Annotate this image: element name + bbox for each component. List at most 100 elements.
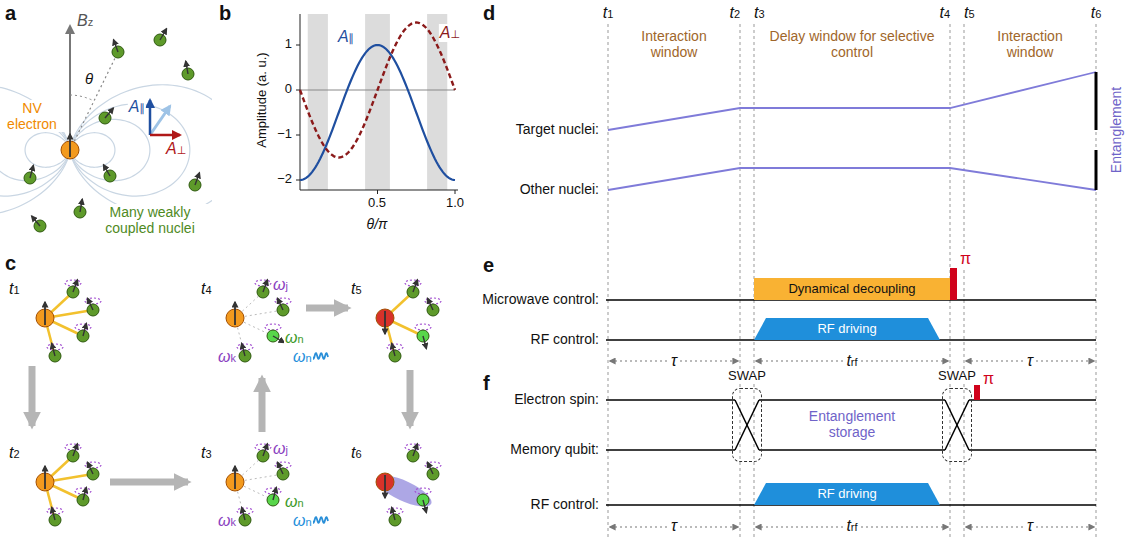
node-text: RF driving <box>817 322 876 336</box>
tick-label: 1.0 <box>445 196 465 211</box>
swap-cross <box>945 400 969 450</box>
node-text: RF driving <box>817 487 876 501</box>
spin-arrow <box>88 462 93 474</box>
qubit-line <box>606 399 735 401</box>
entanglement-bar <box>1095 150 1098 190</box>
precession-orbit <box>405 444 421 450</box>
spin-arrow <box>44 302 46 325</box>
spin-arrow <box>384 311 386 334</box>
duration-label: τ <box>1026 352 1034 370</box>
spin-arrow <box>234 466 236 489</box>
spin-scene <box>36 444 101 526</box>
panel-letter: d <box>482 2 496 25</box>
precession-orbit <box>255 280 271 286</box>
row-label: Microwave control: <box>481 291 600 307</box>
time-marker <box>740 24 741 540</box>
spin-arrow <box>52 507 55 520</box>
row-label: Target nuclei: <box>515 121 600 137</box>
precession-orbit <box>75 324 91 330</box>
spin-arrow <box>104 165 111 176</box>
panel-letter: a <box>4 2 17 25</box>
spin-arrow <box>30 165 33 178</box>
spin-arrow <box>263 280 267 292</box>
time-marker <box>1096 24 1097 540</box>
frequency-label: ωj <box>272 276 289 294</box>
spin-arrow <box>234 302 236 325</box>
step-arrow <box>306 305 348 312</box>
swap-gate: SWAP <box>942 388 972 462</box>
swap-cross <box>945 400 969 450</box>
panel-letter: b <box>218 2 232 25</box>
qubit-line <box>969 399 1096 401</box>
time-label: t4 <box>200 280 213 298</box>
spin-arrow <box>242 343 245 356</box>
duration-label: τ <box>670 517 678 535</box>
field-line <box>70 85 212 216</box>
nuclei-label: Many weakly coupled nuclei <box>90 204 210 236</box>
step-arrow <box>29 366 36 426</box>
storage-label: Entanglement storage <box>796 408 908 440</box>
rf-pulse: RF driving <box>754 318 940 340</box>
tick <box>296 180 300 181</box>
pi-pulse <box>950 268 957 300</box>
spin-scene <box>376 280 441 362</box>
time-label: t6 <box>1090 4 1103 22</box>
node-text: SWAP <box>936 369 978 383</box>
time-marker <box>964 24 965 540</box>
panel-letter: f <box>482 372 491 395</box>
pulse-block: Dynamical decoupling <box>754 278 950 300</box>
rf-wave <box>312 353 328 359</box>
spin-scene <box>373 444 441 526</box>
spin-arrow <box>278 298 283 310</box>
tick <box>455 190 456 194</box>
frequency-label: ωn <box>284 329 305 347</box>
tick-label: 0.5 <box>367 196 387 211</box>
duration-label: τ <box>670 352 678 370</box>
angle-label: θ <box>84 70 94 87</box>
field-line <box>70 104 190 196</box>
time-label: t5 <box>350 280 363 298</box>
time-label: t1 <box>602 4 615 22</box>
entanglement-label: Entanglement <box>1108 86 1124 174</box>
y-axis <box>300 14 301 190</box>
spin-arrow <box>52 343 55 356</box>
shaded-band <box>365 14 390 190</box>
parallel-arrow <box>149 100 152 135</box>
frequency-label: ωn <box>292 512 313 530</box>
curve-label: A∥ <box>337 28 355 46</box>
pulse-label: π <box>959 250 972 268</box>
row-label: RF control: <box>530 496 600 512</box>
spin-arrow <box>242 507 245 520</box>
window-label: Delay window for selective control <box>766 28 938 60</box>
precession-orbit <box>47 508 63 514</box>
swap-gate: SWAP <box>732 388 762 462</box>
spin-arrow <box>32 216 40 226</box>
window-label: Interaction window <box>979 28 1081 60</box>
duration-label: trf <box>845 352 858 370</box>
pi-pulse <box>974 385 980 400</box>
time-label: t2 <box>8 444 21 462</box>
step-arrow <box>259 378 266 432</box>
spin-arrow <box>278 462 283 474</box>
frequency-label: ωk <box>217 348 237 366</box>
field-arrow <box>69 26 71 138</box>
swap-cross <box>735 400 759 450</box>
hyperfine-label: A∥ <box>128 98 146 116</box>
rf-pulse: RF driving <box>754 483 940 505</box>
precession-orbit <box>387 508 403 514</box>
spin-arrow <box>413 280 417 292</box>
entanglement-curve <box>608 168 1096 190</box>
perpendicular-arrow <box>150 134 180 137</box>
frequency-label: ωj <box>272 440 289 458</box>
rf-pulse-fill <box>754 483 940 505</box>
field-label: Bz <box>76 12 94 30</box>
spin-arrow <box>423 336 426 349</box>
spin-arrow <box>413 444 417 456</box>
frequency-label: ωn <box>284 493 305 511</box>
precession-orbit <box>387 344 403 350</box>
spin-arrow <box>263 444 267 456</box>
precession-orbit <box>415 488 431 494</box>
spin-arrow <box>428 298 433 310</box>
